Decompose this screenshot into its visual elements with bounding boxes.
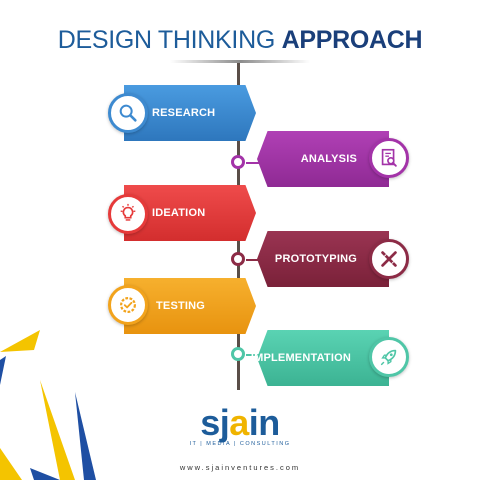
website-url: www.sjainventures.com bbox=[179, 463, 301, 472]
step-label: RESEARCH bbox=[152, 107, 216, 119]
step-label: PROTOTYPING bbox=[274, 253, 357, 265]
gear-check-icon-glyph bbox=[120, 297, 136, 313]
step-label: IDEATION bbox=[152, 207, 206, 219]
corner-decoration bbox=[0, 330, 96, 480]
document-search-icon bbox=[369, 138, 409, 178]
title-bold: APPROACH bbox=[281, 26, 423, 54]
lightbulb-icon-glyph bbox=[120, 203, 136, 221]
logo-wordmark: sjain bbox=[0, 405, 480, 441]
timeline-node-implementation bbox=[231, 347, 245, 361]
lightbulb-icon bbox=[108, 194, 148, 234]
timeline-node-analysis bbox=[231, 155, 245, 169]
rocket-icon-glyph bbox=[380, 349, 397, 366]
timeline-node-prototyping bbox=[231, 252, 245, 266]
node-dash bbox=[246, 259, 260, 261]
magnifier-icon-glyph bbox=[119, 104, 137, 122]
pencil-ruler-icon bbox=[369, 239, 409, 279]
gear-check-icon bbox=[108, 285, 148, 325]
step-banner bbox=[257, 231, 389, 287]
step-analysis: ANALYSIS bbox=[257, 131, 389, 187]
magnifier-icon bbox=[108, 93, 148, 133]
step-prototyping: PROTOTYPING bbox=[257, 231, 389, 287]
step-label: IMPLEMENTATION bbox=[250, 352, 351, 364]
title-divider bbox=[170, 60, 310, 63]
rocket-icon bbox=[369, 337, 409, 377]
step-banner bbox=[257, 330, 389, 386]
node-dash bbox=[246, 162, 260, 164]
title-light: DESIGN THINKING bbox=[57, 26, 282, 54]
document-search-icon-glyph bbox=[381, 148, 397, 167]
logo-prefix: sj bbox=[200, 402, 230, 443]
brand-logo: sjain IT | MEDIA | CONSULTING bbox=[0, 405, 480, 448]
step-banner bbox=[257, 131, 389, 187]
node-dash bbox=[246, 354, 260, 356]
step-label: ANALYSIS bbox=[300, 153, 357, 165]
logo-suffix: in bbox=[248, 402, 281, 443]
step-implementation: IMPLEMENTATION bbox=[251, 330, 389, 386]
page-title: DESIGN THINKING APPROACH bbox=[0, 26, 480, 55]
pencil-ruler-icon-glyph bbox=[381, 251, 397, 267]
logo-tagline: IT | MEDIA | CONSULTING bbox=[189, 441, 291, 447]
logo-accent: a bbox=[229, 402, 249, 443]
step-research: RESEARCH bbox=[124, 85, 256, 141]
step-label: TESTING bbox=[156, 300, 206, 312]
